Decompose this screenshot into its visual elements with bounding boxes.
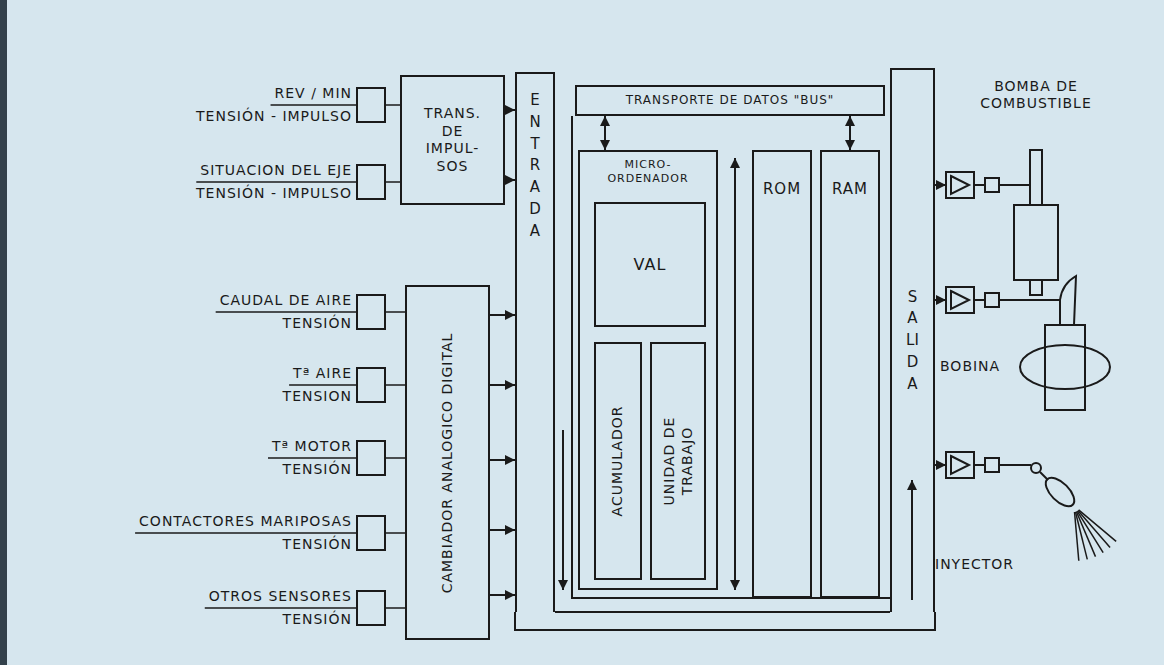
- box-text: VAL: [634, 255, 667, 275]
- internal-bus-arrow: [734, 158, 736, 590]
- signal-name: CONTACTORES MARIPOSAS: [139, 513, 352, 530]
- box-text: ACUMULADOR: [609, 351, 627, 571]
- box-text: TRANS. DE IMPUL- SOS: [418, 105, 488, 175]
- signal-arrow: [490, 459, 515, 461]
- signal-name: TENSIÓN - IMPULSO: [196, 108, 352, 125]
- sensor-box: [357, 516, 385, 550]
- ignition-coil: [1020, 276, 1110, 410]
- spray-line: [1075, 512, 1079, 561]
- flow-arrow: [562, 430, 564, 590]
- coil-driver: [935, 287, 1060, 313]
- signal-name: TENSIÓN - IMPULSO: [196, 185, 352, 202]
- signal-wire: [205, 607, 357, 609]
- signal-arrow: [490, 384, 515, 386]
- pulse-converter-box: TRANS. DE IMPUL- SOS: [400, 75, 505, 205]
- signal-wire: [385, 384, 405, 386]
- work-unit-box: UNIDAD DE TRABAJO: [650, 342, 706, 580]
- ram-box: RAM: [820, 150, 880, 598]
- signal-arrow: [505, 179, 515, 181]
- spray-line: [1076, 512, 1095, 557]
- pump-driver: [935, 172, 1030, 198]
- microcomputer-box: MICRO- ORDENADOR VAL ACUMULADOR UNIDAD DE T…: [578, 150, 718, 590]
- signal-name: TENSIÓN: [283, 536, 352, 553]
- sensor-wiring: [135, 88, 405, 625]
- adc-box: CAMBIADOR ANALOGICO DIGITAL: [405, 285, 490, 640]
- signal-name: Tª AIRE: [293, 365, 352, 382]
- signal-name: TENSIÓN: [283, 461, 352, 478]
- flow-arrows: [563, 158, 912, 600]
- sensor-box: [357, 591, 385, 625]
- signal-wire: [289, 384, 357, 386]
- signal-name: Tª MOTOR: [272, 438, 352, 455]
- injector: [1031, 463, 1116, 561]
- box-text: ENTRADA: [528, 90, 543, 242]
- frame-band: [515, 612, 935, 630]
- signal-arrow: [490, 529, 515, 531]
- sensor-box: [357, 165, 385, 199]
- signal-name: SITUACION DEL EJE: [200, 162, 352, 179]
- accumulator-box: ACUMULADOR: [594, 342, 642, 580]
- signal-wire: [385, 532, 405, 534]
- signal-arrow: [490, 594, 515, 596]
- signal-arrow: [505, 109, 515, 111]
- box-text: TRANSPORTE DE DATOS "BUS": [626, 93, 835, 108]
- box-text: UNIDAD DE TRABAJO: [661, 401, 696, 521]
- box-text: ROM: [763, 180, 801, 199]
- signal-arrow: [490, 314, 515, 316]
- sensor-box: [357, 88, 385, 122]
- bus-box: TRANSPORTE DE DATOS "BUS": [575, 85, 885, 116]
- inner-frame: [572, 116, 890, 598]
- val-box: VAL: [594, 202, 706, 327]
- frame-band: [555, 611, 890, 613]
- box-text: MICRO- ORDENADOR: [598, 158, 698, 186]
- output-column: SALIDA: [890, 68, 935, 612]
- flow-arrow: [911, 480, 913, 600]
- signal-name: OTROS SENSORES: [209, 588, 352, 605]
- spray-line: [1079, 510, 1117, 541]
- signal-arrow: [849, 116, 851, 150]
- fuel-pump: [1014, 150, 1058, 295]
- box-text: SALIDA: [905, 287, 920, 396]
- signal-name: REV / MIN: [275, 85, 352, 102]
- signal-name: TENSIÓN: [283, 315, 352, 332]
- signal-name: CAUDAL DE AIRE: [220, 292, 352, 309]
- signal-wire: [385, 181, 400, 183]
- input-column: ENTRADA: [515, 72, 555, 612]
- ecu-frame: [515, 116, 935, 630]
- signal-arrow: [604, 116, 606, 150]
- signal-wire: [385, 311, 405, 313]
- actuator-name: INYECTOR: [935, 556, 1014, 573]
- actuator-name: BOMBA DE COMBUSTIBLE: [971, 78, 1101, 112]
- signal-wire: [385, 457, 405, 459]
- box-text: CAMBIADOR ANALOGICO DIGITAL: [439, 298, 457, 628]
- actuator-name: BOBINA: [940, 358, 1000, 375]
- rom-box: ROM: [752, 150, 812, 598]
- signal-wire: [196, 181, 357, 183]
- output-stages: [935, 150, 1116, 561]
- signal-wire: [216, 311, 357, 313]
- frame-edge: [0, 0, 7, 665]
- signal-wire: [385, 104, 400, 106]
- signal-name: TENSIÓN: [283, 611, 352, 628]
- sensor-box: [357, 441, 385, 475]
- signal-wire: [135, 532, 357, 534]
- signal-wire: [271, 104, 357, 106]
- signal-name: TENSION: [283, 388, 352, 405]
- sensor-box: [357, 295, 385, 329]
- signal-wire: [268, 457, 357, 459]
- box-text: RAM: [832, 180, 868, 199]
- signal-wire: [385, 607, 405, 609]
- injector-driver: [935, 452, 1031, 478]
- connectors: [490, 110, 850, 595]
- sensor-box: [357, 368, 385, 402]
